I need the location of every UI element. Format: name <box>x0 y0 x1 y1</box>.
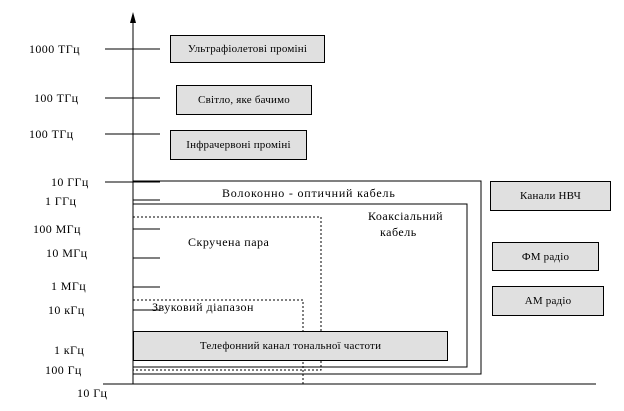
freq-label-10mhz: 10 МГц <box>46 246 88 260</box>
fiber-optic-label: Волоконно - оптичний кабель <box>222 186 396 200</box>
twisted-pair-label: Скручена пара <box>188 235 270 249</box>
freq-label-1khz: 1 кГц <box>54 343 85 357</box>
voice-channel-box: Телефонний канал тональної частоти <box>133 331 448 361</box>
am-radio-box: АМ радіо <box>492 286 604 316</box>
freq-label-1ghz: 1 ГГц <box>45 194 77 208</box>
freq-label-100thz-b: 100 ТГц <box>29 127 74 141</box>
freq-label-100hz: 100 Гц <box>45 363 82 377</box>
range-outlines <box>132 180 482 385</box>
infrared-box: Інфрачервоні проміні <box>170 130 307 160</box>
freq-label-10khz: 10 кГц <box>48 303 85 317</box>
coax-label-line2: кабель <box>380 225 417 239</box>
microwave-channels-box: Канали НВЧ <box>490 181 611 211</box>
freq-label-1mhz: 1 МГц <box>51 279 87 293</box>
fm-radio-box: ФМ радіо <box>492 242 599 271</box>
ultraviolet-box: Ультрафіолетові проміні <box>170 35 325 63</box>
visible-light-box: Світло, яке бачимо <box>176 85 312 115</box>
freq-label-100thz-a: 100 ТГц <box>34 91 79 105</box>
twisted-pair-range <box>132 216 322 371</box>
coax-label-line1: Коаксіальний <box>368 209 444 223</box>
vertical-axis-arrowhead <box>130 12 136 23</box>
freq-label-10ghz: 10 ГГц <box>51 175 89 189</box>
freq-label-1000thz: 1000 ТГц <box>29 42 80 56</box>
freq-label-100mhz: 100 МГц <box>33 222 81 236</box>
freq-label-10hz: 10 Гц <box>77 386 108 400</box>
audio-range-label: Звуковий діапазон <box>152 300 254 314</box>
